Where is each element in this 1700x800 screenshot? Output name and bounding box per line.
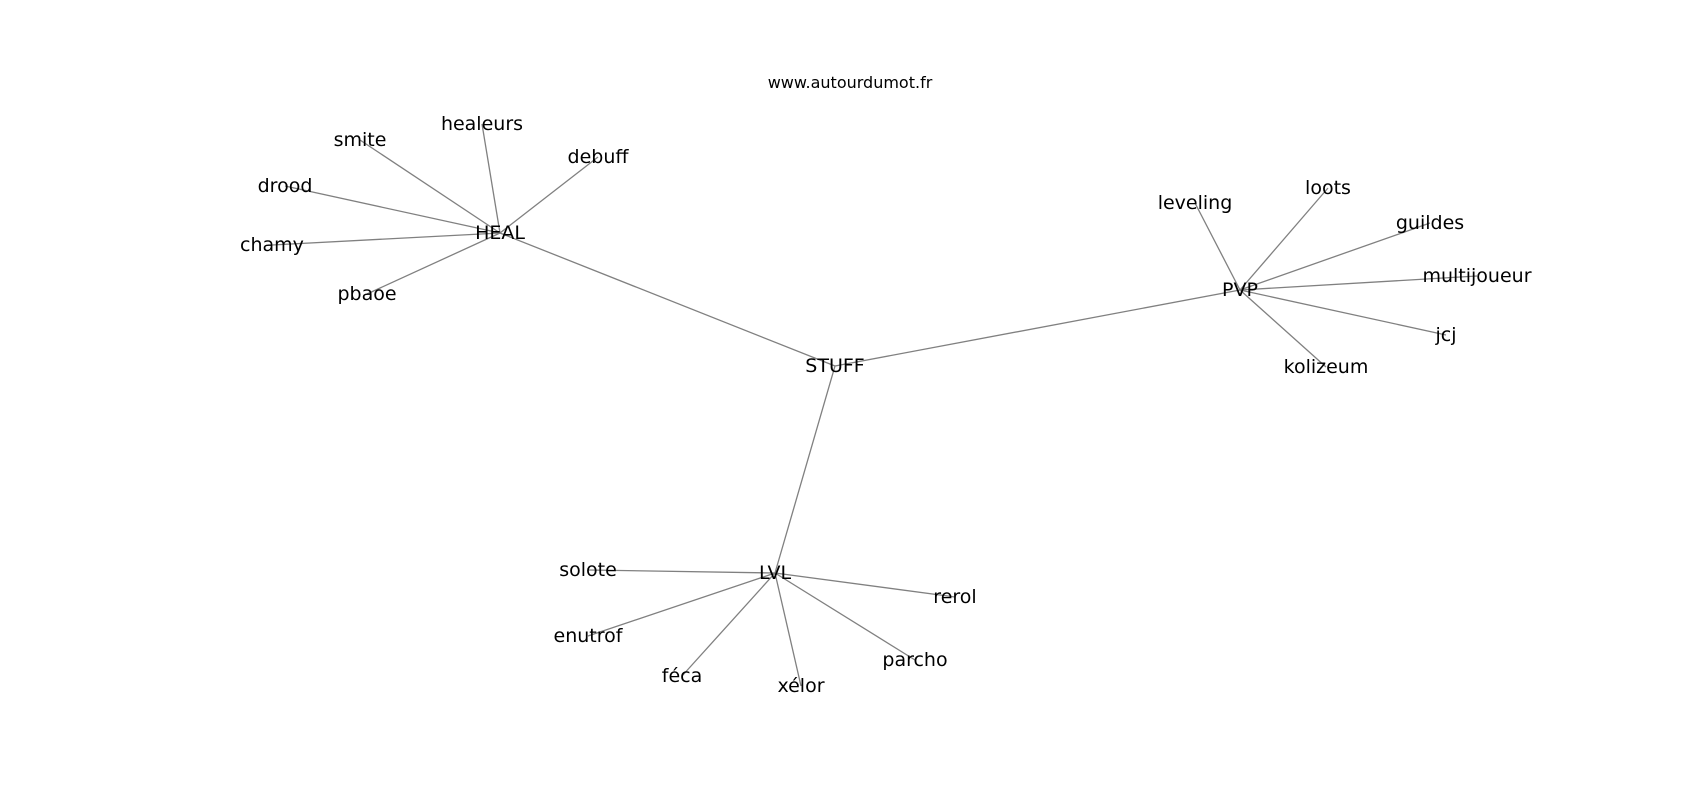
edge-center-lvl: [774, 365, 836, 574]
node-leaf: féca: [662, 665, 702, 687]
node-leaf: guildes: [1396, 212, 1464, 234]
node-leaf: rerol: [933, 586, 976, 608]
edge-lvl-leaf: [774, 572, 802, 687]
edge-heal-leaf: [366, 232, 501, 295]
edge-center-heal: [499, 232, 836, 367]
node-hub-pvp: PVP: [1222, 279, 1258, 301]
graph-nodes: STUFF HEAL smite healeurs debuff drood chamy pb…: [240, 113, 1532, 697]
node-hub-lvl: LVL: [759, 562, 791, 584]
edge-lvl-leaf: [587, 572, 776, 637]
node-leaf: pbaoe: [337, 283, 396, 305]
edge-heal-leaf: [271, 232, 501, 246]
site-label: www.autourdumot.fr: [768, 73, 933, 92]
edge-lvl-leaf: [774, 572, 956, 598]
node-leaf: debuff: [568, 146, 630, 168]
node-leaf: enutrof: [554, 625, 624, 647]
node-leaf: xélor: [777, 675, 824, 697]
edge-pvp-leaf: [1239, 222, 1431, 291]
node-leaf: parcho: [882, 649, 947, 671]
edge-lvl-leaf: [587, 569, 776, 574]
node-leaf: kolizeum: [1284, 356, 1369, 378]
edge-heal-leaf: [359, 139, 501, 234]
node-leaf: chamy: [240, 234, 304, 256]
node-leaf: leveling: [1158, 192, 1233, 214]
node-leaf: drood: [258, 175, 313, 197]
node-center: STUFF: [805, 355, 864, 377]
edge-heal-leaf: [481, 123, 501, 234]
edge-pvp-leaf: [1194, 202, 1241, 291]
edge-heal-leaf: [284, 185, 501, 234]
node-leaf: loots: [1305, 177, 1351, 199]
node-leaf: solote: [559, 559, 617, 581]
edge-heal-leaf: [499, 156, 599, 234]
edge-pvp-leaf: [1239, 275, 1478, 291]
edge-lvl-leaf: [681, 572, 776, 677]
node-hub-heal: HEAL: [475, 222, 525, 244]
edge-center-pvp: [834, 289, 1241, 367]
graph-edges: [271, 123, 1478, 687]
edge-pvp-leaf: [1239, 187, 1329, 291]
node-leaf: healeurs: [441, 113, 523, 135]
edge-pvp-leaf: [1239, 289, 1327, 368]
edge-pvp-leaf: [1239, 289, 1447, 336]
edge-lvl-leaf: [774, 572, 916, 661]
node-leaf: jcj: [1434, 324, 1456, 346]
node-leaf: smite: [334, 129, 387, 151]
node-leaf: multijoueur: [1422, 265, 1531, 287]
